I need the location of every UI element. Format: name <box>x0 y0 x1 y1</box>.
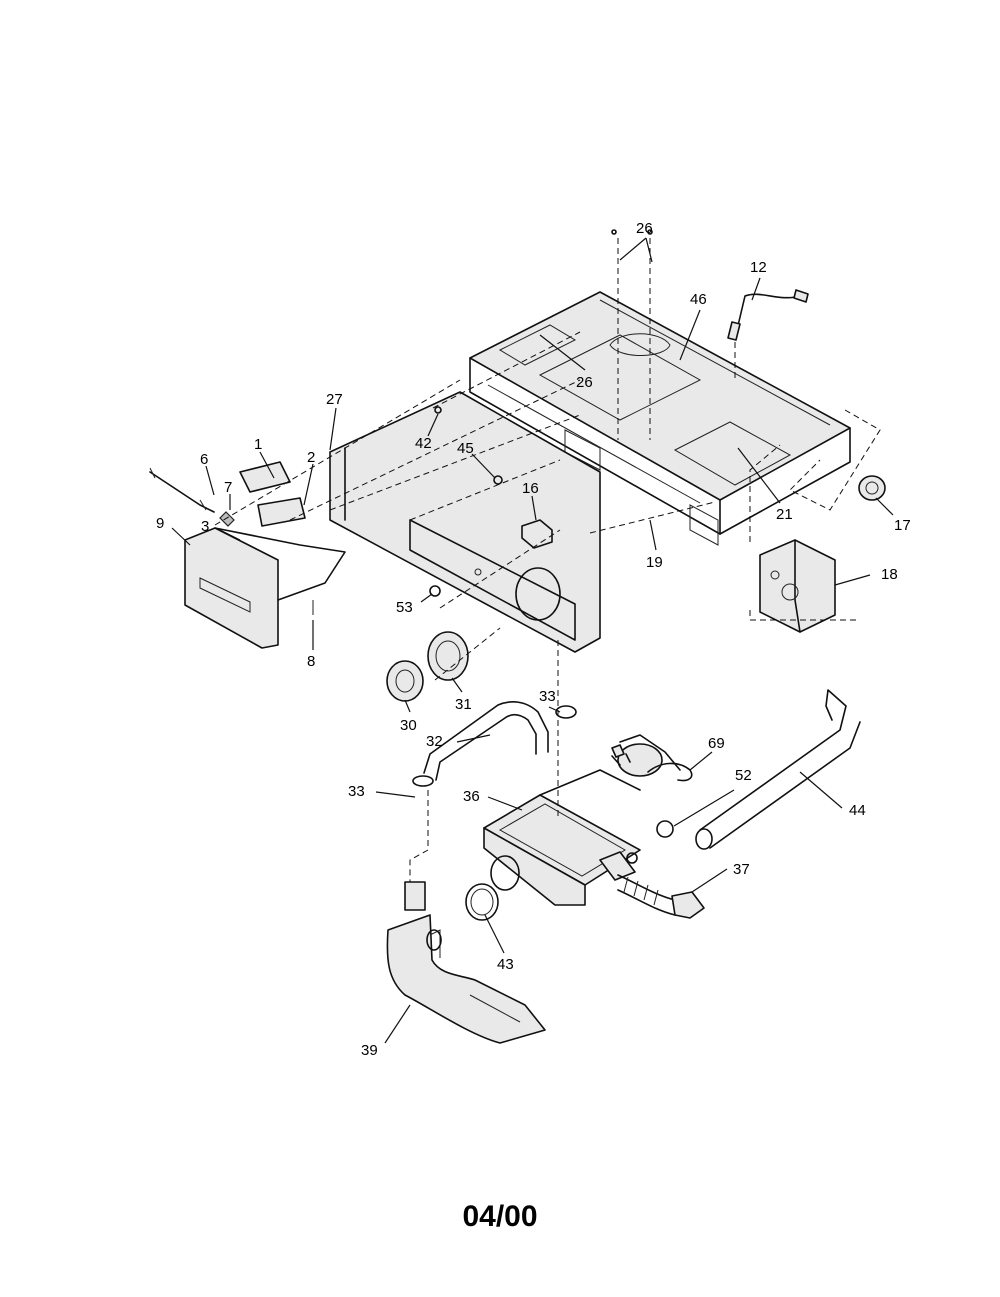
callout-33a: 33 <box>348 783 365 800</box>
wire-harness <box>727 289 809 341</box>
callout-9: 9 <box>156 515 164 532</box>
drain-hose-long <box>695 689 861 850</box>
callout-12: 12 <box>750 259 767 276</box>
callout-39: 39 <box>361 1042 378 1059</box>
callout-16: 16 <box>522 480 539 497</box>
callout-17: 17 <box>894 517 911 534</box>
callout-30: 30 <box>400 717 417 734</box>
callout-43: 43 <box>497 956 514 973</box>
pump-assembly <box>483 734 681 906</box>
callout-45: 45 <box>457 440 474 457</box>
callout-42: 42 <box>415 435 432 452</box>
small-parts <box>429 229 653 597</box>
callout-52: 52 <box>735 767 752 784</box>
callout-21: 21 <box>776 506 793 523</box>
callout-7: 7 <box>224 479 232 496</box>
timer-box <box>759 539 836 633</box>
fill-hose <box>412 701 577 787</box>
callout-26b: 26 <box>576 374 593 391</box>
callout-6: 6 <box>200 451 208 468</box>
callout-26a: 26 <box>636 220 653 237</box>
callout-31: 31 <box>455 696 472 713</box>
pressure-switch <box>858 475 886 501</box>
detergent-drawer <box>149 461 346 649</box>
callout-33b: 33 <box>539 688 556 705</box>
callout-53: 53 <box>396 599 413 616</box>
callout-69: 69 <box>708 735 725 752</box>
callout-44: 44 <box>849 802 866 819</box>
callout-labels: 1 2 3 6 7 8 9 12 16 17 18 19 21 26 26 27… <box>156 220 911 1059</box>
callout-2: 2 <box>307 449 315 466</box>
callout-37: 37 <box>733 861 750 878</box>
callout-27: 27 <box>326 391 343 408</box>
diagram-date-code: 04/00 <box>462 1200 538 1233</box>
gasket <box>465 855 520 921</box>
callout-3: 3 <box>201 518 209 535</box>
leader-lines <box>171 237 894 1044</box>
callout-1: 1 <box>254 436 262 453</box>
drain-hose-short <box>617 874 705 919</box>
assembly-lines <box>214 238 881 882</box>
callout-36: 36 <box>463 788 480 805</box>
base-frame <box>469 291 851 546</box>
o-ring <box>656 820 674 838</box>
sump-hose <box>386 881 546 1044</box>
callout-18: 18 <box>881 566 898 583</box>
callout-8: 8 <box>307 653 315 670</box>
callout-46: 46 <box>690 291 707 308</box>
knob-assembly <box>386 631 469 702</box>
callout-32: 32 <box>426 733 443 750</box>
callout-19: 19 <box>646 554 663 571</box>
console-panel <box>329 391 601 653</box>
